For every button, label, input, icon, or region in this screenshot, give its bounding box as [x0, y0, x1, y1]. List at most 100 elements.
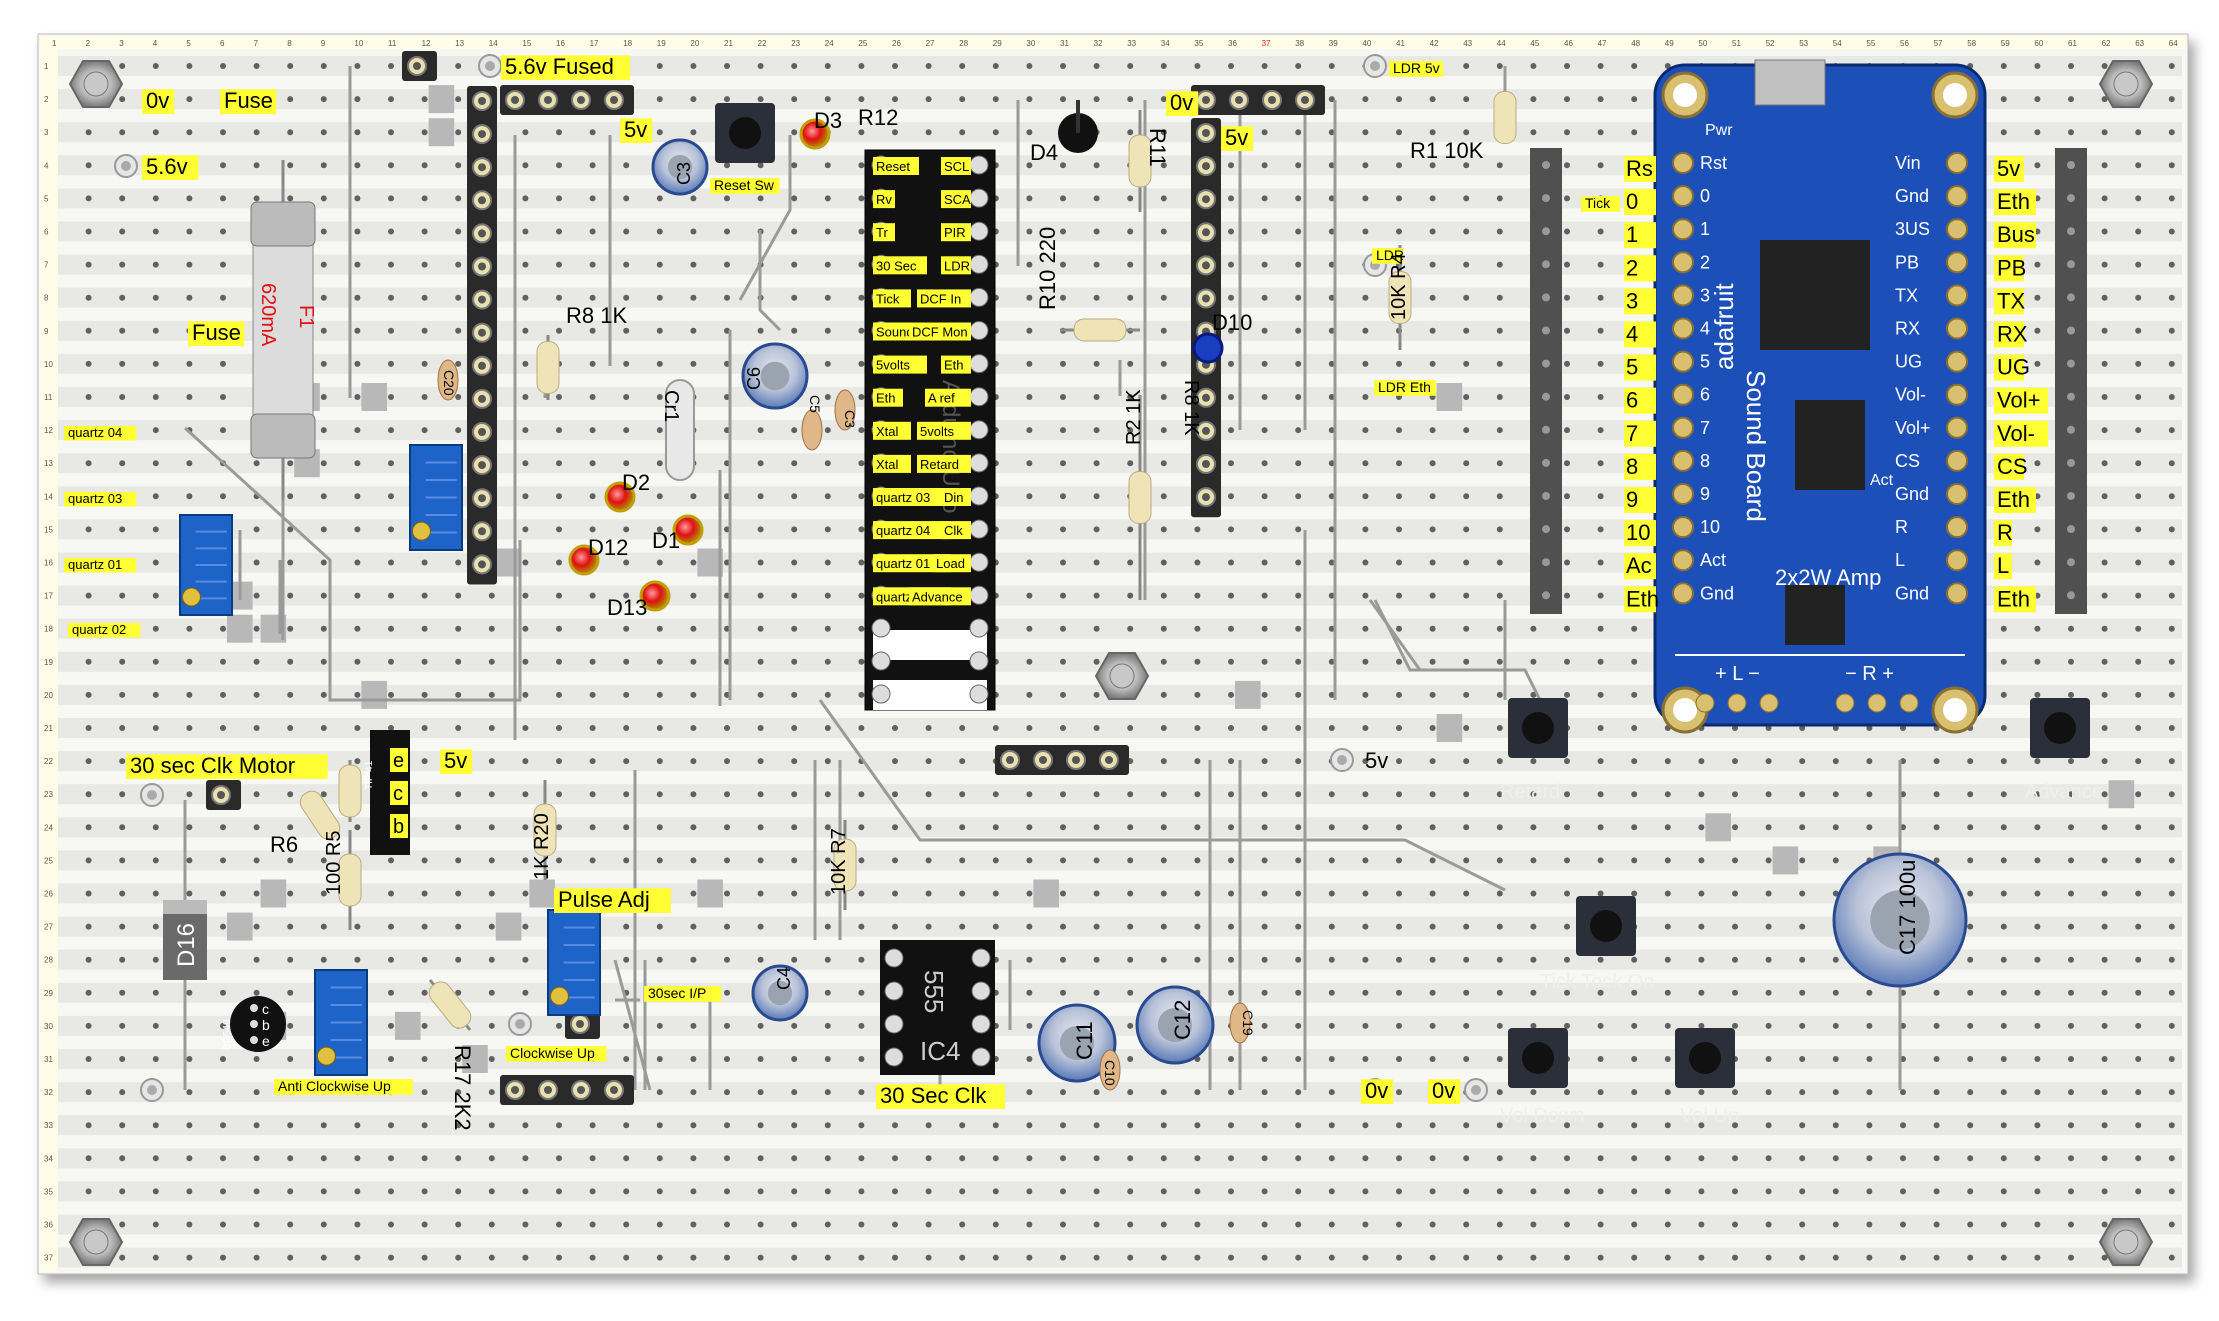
- hole: [757, 857, 764, 864]
- hole: [925, 923, 932, 930]
- hole: [623, 658, 630, 665]
- adafruit-sound-board: Rst012345678910ActGndVinGnd3USPBTXRXUGVo…: [1653, 59, 1987, 734]
- hole: [1732, 1022, 1738, 1029]
- hole: [522, 791, 529, 798]
- hole: [1362, 228, 1369, 235]
- adafruit-pin-left: [1672, 350, 1694, 373]
- hole: [1026, 1254, 1033, 1261]
- hole: [556, 1188, 562, 1195]
- hole: [1496, 1188, 1503, 1195]
- hole: [1127, 857, 1134, 864]
- label-tick: Tick: [1581, 195, 1620, 212]
- hole: [421, 294, 428, 301]
- hole: [2068, 1022, 2074, 1029]
- hole: [354, 1122, 361, 1129]
- hole: [1295, 592, 1302, 599]
- hole: [690, 1254, 697, 1261]
- hole: [85, 691, 92, 698]
- hole: [421, 1155, 428, 1162]
- resistor-body-group: [833, 838, 857, 892]
- electrolytic-capacitor-icon: [1832, 852, 1968, 988]
- label-bg: [876, 1084, 1005, 1109]
- hole: [1732, 1155, 1738, 1162]
- hole: [1933, 1022, 1940, 1029]
- hole: [824, 923, 831, 930]
- hole: [858, 1022, 865, 1029]
- hole: [824, 460, 831, 467]
- hole: [959, 1155, 966, 1162]
- hole: [1194, 890, 1201, 897]
- hole: [724, 162, 730, 169]
- hole: [287, 890, 294, 897]
- hole: [1396, 791, 1402, 798]
- label-text: 30sec I/P: [648, 985, 706, 1001]
- hole: [1530, 791, 1537, 798]
- hole: [892, 758, 898, 765]
- hole: [2068, 1221, 2074, 1228]
- label-text: Eth: [1997, 487, 2030, 512]
- hole: [858, 1188, 865, 1195]
- header-pin-hole: [610, 1086, 618, 1094]
- hole: [1799, 1022, 1806, 1029]
- hole: [1362, 824, 1369, 831]
- adafruit-pin-label-left: 9: [1700, 484, 1710, 504]
- hole: [2034, 923, 2041, 930]
- hole: [858, 1089, 865, 1096]
- hole: [287, 956, 294, 963]
- hole: [992, 725, 999, 731]
- hole: [556, 394, 562, 400]
- hole: [1496, 989, 1503, 996]
- hole: [2034, 1188, 2041, 1195]
- hole: [1328, 1089, 1335, 1096]
- arduino-extra-pin: [871, 651, 891, 671]
- resistor-icon: [1493, 91, 1517, 144]
- hole: [1295, 1022, 1302, 1029]
- hole: [85, 1089, 92, 1096]
- hole: [1664, 956, 1671, 963]
- hole: [556, 1254, 562, 1261]
- hole: [455, 1056, 462, 1062]
- cap-top: [767, 980, 793, 1006]
- column-number: 43: [1463, 39, 1472, 48]
- hole: [2168, 824, 2175, 831]
- hole: [1530, 758, 1537, 765]
- hole: [757, 923, 764, 930]
- pin-label-text: Advance: [912, 589, 963, 604]
- hole: [1396, 691, 1402, 698]
- header-pin-hole: [1202, 228, 1210, 237]
- hole: [959, 63, 966, 69]
- hole: [892, 824, 898, 831]
- hole: [220, 1089, 226, 1096]
- hole: [1160, 1188, 1167, 1195]
- row-number: 22: [44, 757, 53, 766]
- hole: [623, 1155, 630, 1162]
- hole: [1799, 1089, 1806, 1096]
- hole: [152, 63, 159, 69]
- header-body: [500, 85, 634, 115]
- hole: [2034, 162, 2041, 169]
- pin-label-bg: [873, 355, 927, 374]
- hole: [1496, 857, 1503, 864]
- hole: [1160, 394, 1167, 400]
- column-number: 32: [1094, 39, 1103, 48]
- hole: [690, 592, 697, 599]
- hole: [589, 1188, 596, 1195]
- hole: [1261, 129, 1268, 136]
- label-text: Fuse: [224, 88, 273, 113]
- hole: [1396, 989, 1402, 996]
- hole: [1463, 989, 1470, 996]
- adafruit-mounting-hole-center: [1943, 83, 1967, 107]
- strip-cut: [529, 879, 555, 908]
- hole: [690, 327, 697, 334]
- bc548-pin: [250, 1004, 258, 1012]
- hole: [791, 261, 798, 268]
- hole: [556, 261, 562, 268]
- adafruit-pin-label-right: UG: [1895, 352, 1922, 372]
- hole: [152, 360, 159, 367]
- hole: [1295, 1188, 1302, 1195]
- hole: [320, 890, 327, 897]
- pin-label-text: Load: [936, 556, 965, 571]
- hole: [455, 791, 462, 798]
- header-pin-hole: [610, 96, 618, 104]
- pin-label-bg: [873, 289, 911, 308]
